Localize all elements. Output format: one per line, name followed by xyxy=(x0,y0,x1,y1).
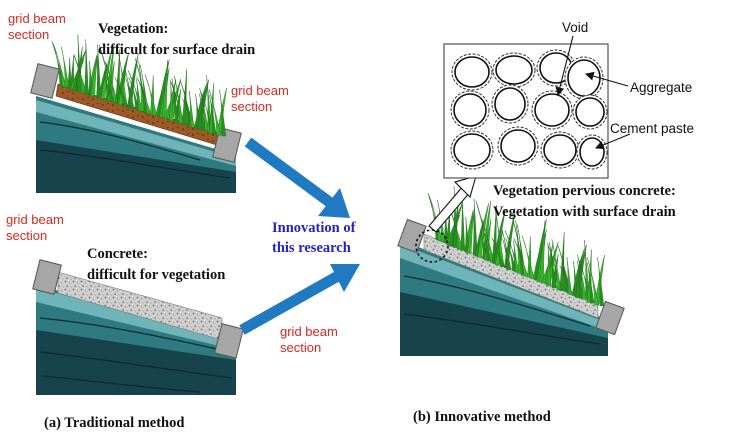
innovation-label: this research xyxy=(272,240,351,256)
innovative-subtitle: Vegetation with surface drain xyxy=(493,204,676,220)
grid-beam-label: grid beam xyxy=(8,11,66,26)
grid-beam-block xyxy=(32,259,62,295)
concrete-title: Concrete: xyxy=(87,246,148,262)
grid-beam-label: section xyxy=(8,27,49,42)
vegetation-subtitle: difficult for surface drain xyxy=(98,42,255,58)
arrow-icon xyxy=(244,137,350,218)
grid-beam-label: grid beam xyxy=(6,212,64,227)
slope-light-band xyxy=(400,244,608,331)
grid-beam-label: section xyxy=(231,99,272,114)
grid-beam-label: grid beam xyxy=(231,83,289,98)
void-label: Void xyxy=(562,20,588,35)
aggregate-particles xyxy=(450,49,608,170)
grid-beam-block xyxy=(212,127,242,163)
grid-beam-block xyxy=(397,218,427,254)
magnify-arrow xyxy=(428,175,477,233)
vegetation-title: Vegetation: xyxy=(98,21,168,37)
flow-arrows xyxy=(239,137,360,335)
grid-beam-label: section xyxy=(280,340,321,355)
microstructure-inset xyxy=(443,35,631,179)
slope-lower-layer xyxy=(36,140,236,193)
slope-light-band xyxy=(36,100,236,166)
caption-traditional: (a) Traditional method xyxy=(44,415,184,431)
vegetation-slope-section xyxy=(30,34,242,193)
innovative-title: Vegetation pervious concrete: xyxy=(493,183,676,199)
grid-beam-block xyxy=(595,300,625,336)
concrete-subtitle: difficult for vegetation xyxy=(87,267,225,283)
slope-lower-layer xyxy=(400,292,608,356)
grid-beam-block xyxy=(214,323,244,359)
slope-light-band xyxy=(36,288,236,350)
slope-lower-layer xyxy=(36,330,236,395)
grass-icon xyxy=(427,186,605,307)
concrete-slope-section xyxy=(32,259,244,395)
innovative-slope-section xyxy=(397,175,625,356)
grid-beam-label: section xyxy=(6,228,47,243)
innovation-label: Innovation of xyxy=(272,220,356,236)
grid-beam-label: grid beam xyxy=(280,324,338,339)
arrow-icon xyxy=(239,264,360,335)
grid-beam-block xyxy=(30,63,60,99)
grass-icon xyxy=(51,34,227,137)
caption-innovative: (b) Innovative method xyxy=(413,409,551,425)
aggregate-label: Aggregate xyxy=(630,80,692,95)
cement-paste-label: Cement paste xyxy=(610,121,694,136)
magnify-circle-icon xyxy=(415,229,449,263)
